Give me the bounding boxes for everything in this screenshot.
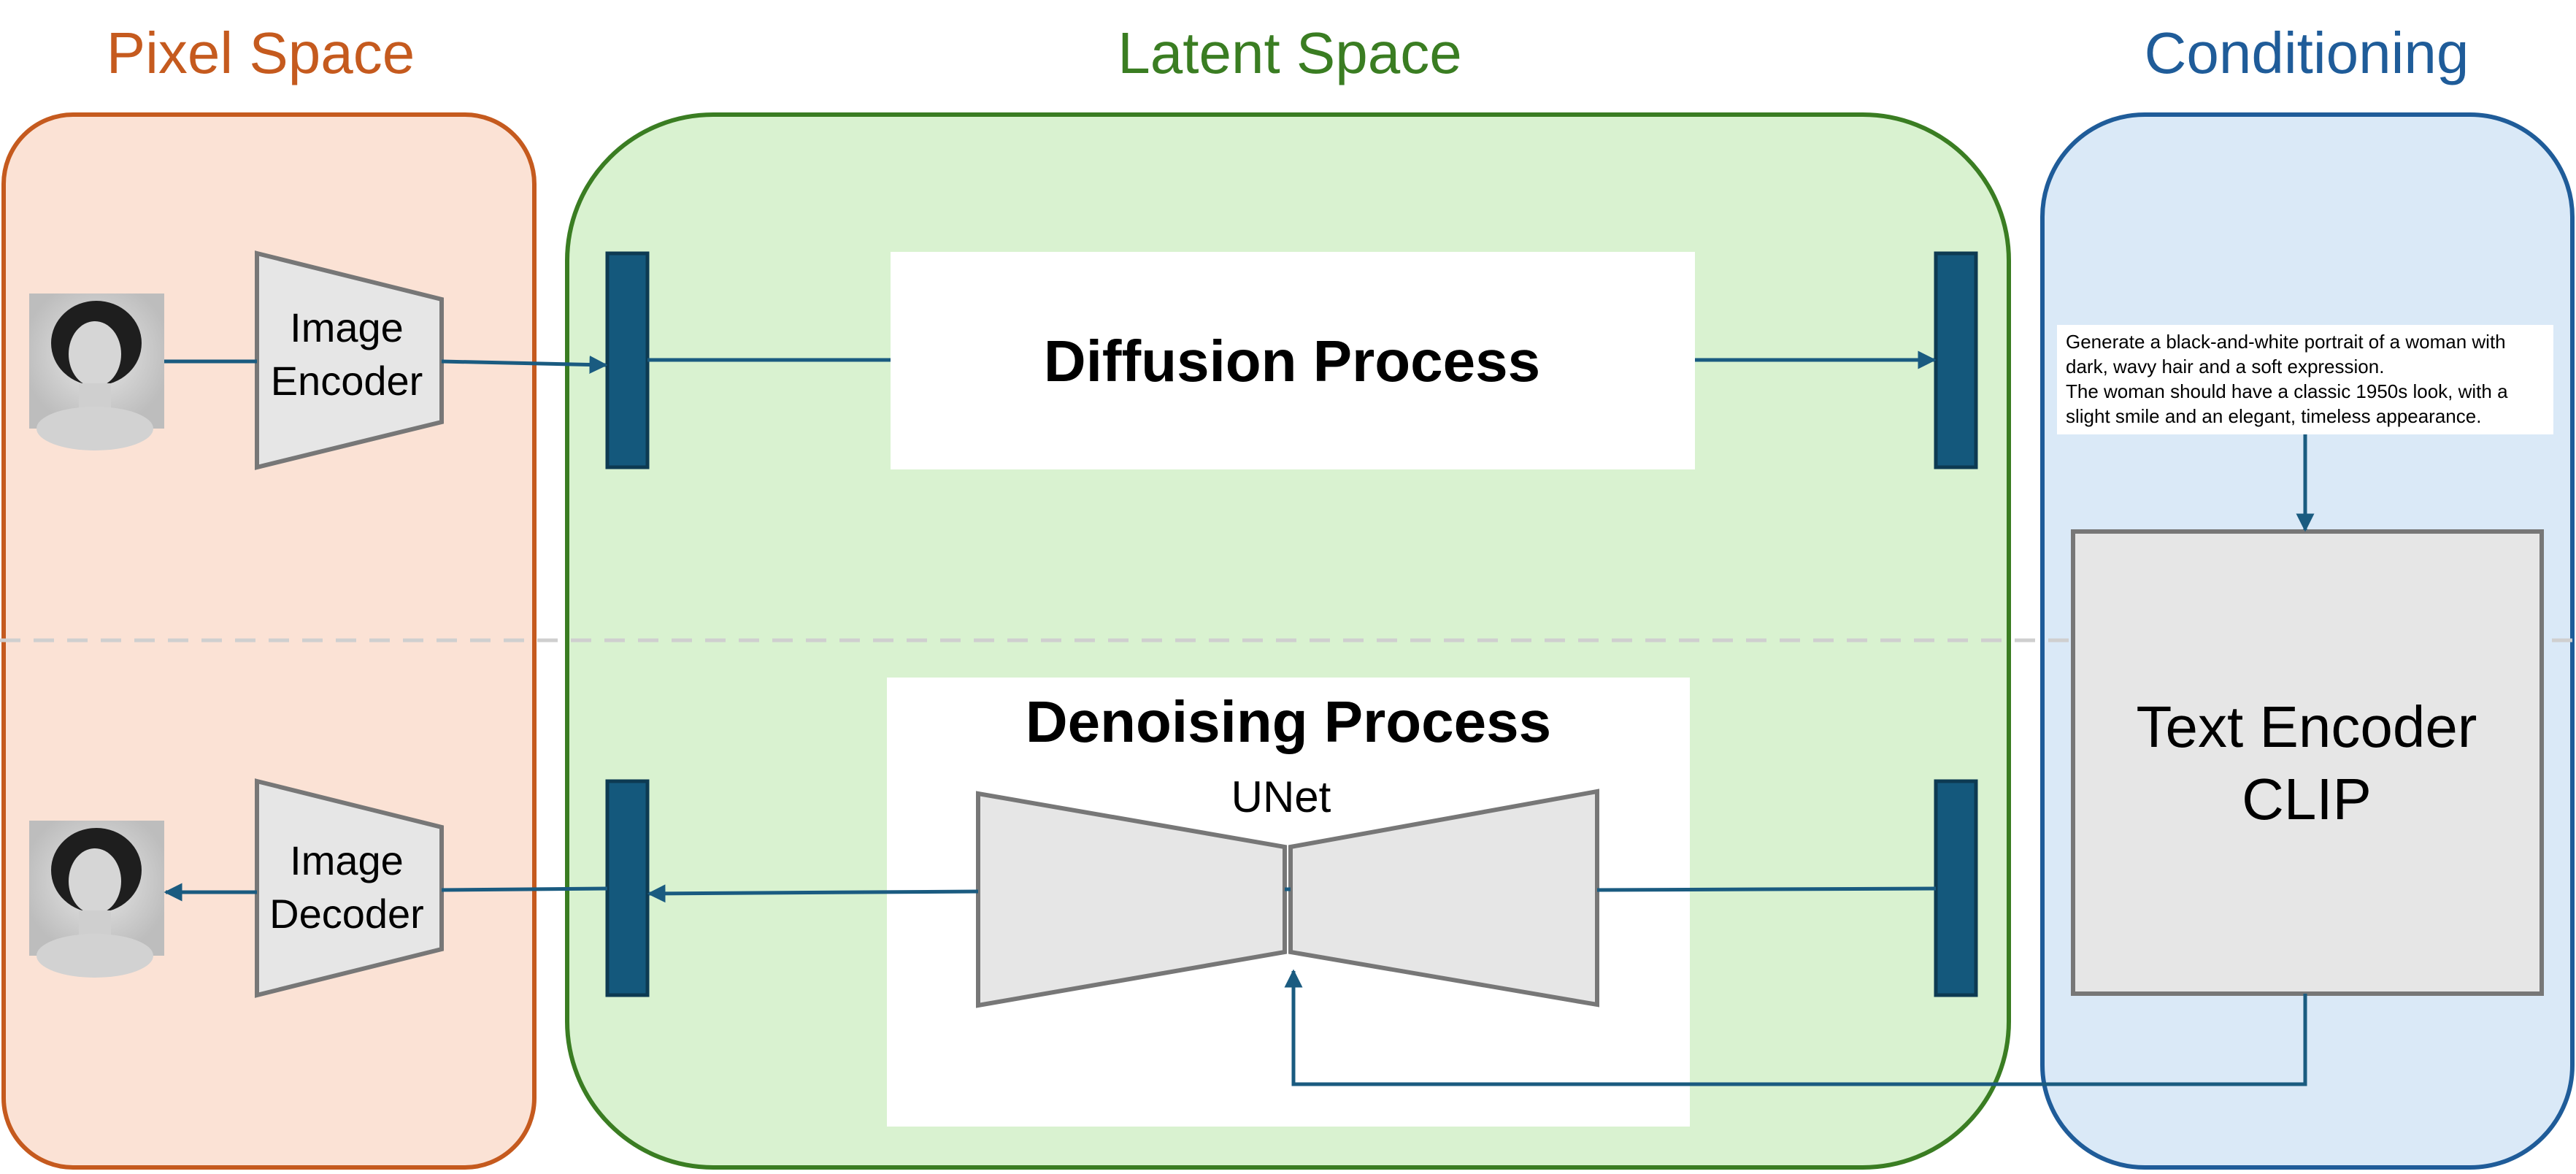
image-encoder-label-line1: Image: [290, 304, 404, 350]
diffusion-process-title: Diffusion Process: [1044, 329, 1540, 394]
image-decoder-label-line1: Image: [290, 837, 404, 883]
clip-label: CLIP: [2242, 767, 2372, 832]
prompt-line-2: dark, wavy hair and a soft expression.: [2066, 356, 2384, 377]
latent-to-unet-line: [1596, 886, 1937, 892]
unet-encoder-half: [976, 791, 1287, 1008]
unet-to-latent-arrow: [647, 884, 979, 903]
unet-decoder-half: [1288, 789, 1599, 1008]
latent-bar-bottom-right: [1934, 779, 1978, 997]
clip-conditioning-arrow: [1284, 969, 2307, 1086]
text-encoder-label: Text Encoder: [2137, 694, 2477, 759]
latent-space-title: Latent Space: [1118, 20, 1461, 85]
prompt-text-box: [2057, 325, 2553, 434]
latent-bar-top-right: [1934, 251, 1978, 469]
unet-label: UNet: [1231, 772, 1331, 821]
latent-to-decoder-line: [441, 886, 608, 892]
latent-bar-top-left: [605, 251, 650, 469]
image-encoder-shape: [255, 250, 444, 470]
encoder-to-latent-arrow: [441, 356, 608, 374]
image-decoder-shape: [255, 778, 444, 998]
image-decoder-label-line2: Decoder: [269, 891, 424, 937]
pixel-space-title: Pixel Space: [107, 20, 415, 85]
diffusion-process-box: [891, 252, 1695, 469]
input-portrait-image: [29, 294, 164, 450]
prompt-line-4: slight smile and an elegant, timeless ap…: [2066, 405, 2481, 427]
output-portrait-image: [29, 821, 164, 978]
denoising-process-title: Denoising Process: [1026, 689, 1551, 754]
latent-bar-bottom-left: [605, 779, 650, 997]
text-encoder-box: [2071, 529, 2544, 996]
prompt-line-3: The woman should have a classic 1950s lo…: [2066, 380, 2508, 402]
conditioning-title: Conditioning: [2145, 20, 2469, 85]
image-encoder-label-line2: Encoder: [271, 358, 423, 404]
prompt-line-1: Generate a black-and-white portrait of a…: [2066, 331, 2506, 353]
